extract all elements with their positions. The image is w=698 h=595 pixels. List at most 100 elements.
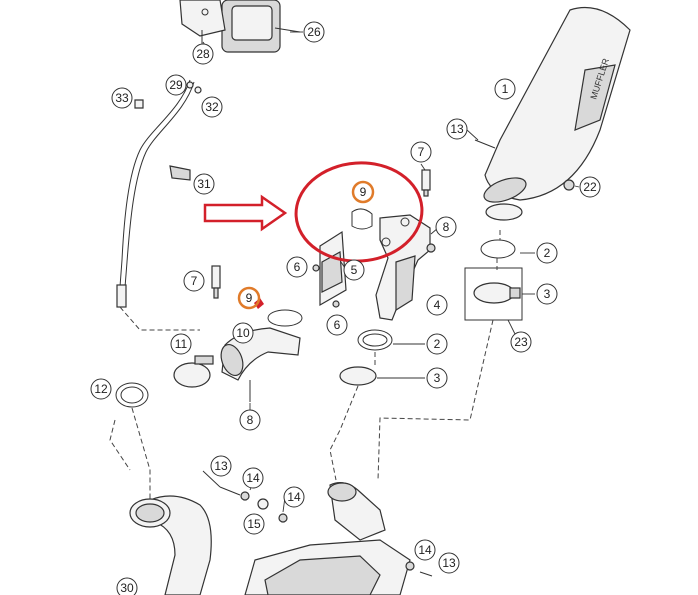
bolt-6a [312, 264, 320, 272]
lambda-sensor-cable [116, 79, 202, 308]
svg-text:26: 26 [307, 25, 321, 39]
svg-text:13: 13 [214, 459, 228, 473]
svg-text:32: 32 [205, 100, 219, 114]
main-silencer: MUFFLER [483, 6, 631, 203]
sealing-ring-middle [357, 329, 393, 351]
svg-text:13: 13 [450, 122, 464, 136]
gasket-9-top [351, 208, 373, 230]
svg-text:9: 9 [360, 185, 367, 199]
clamp-box [464, 267, 523, 321]
callout-2-middle: 2 [426, 333, 448, 355]
svg-text:12: 12 [94, 382, 108, 396]
sensor-31 [169, 165, 191, 181]
svg-text:1: 1 [502, 82, 509, 96]
washer-14c [405, 561, 415, 571]
svg-text:23: 23 [514, 335, 528, 349]
svg-text:14: 14 [246, 471, 260, 485]
callout-13-bottom: 13 [438, 552, 460, 574]
sealing-ring-right [480, 239, 516, 259]
svg-text:5: 5 [351, 263, 358, 277]
callout-4: 4 [426, 294, 448, 316]
callout-8-right: 8 [435, 216, 457, 238]
callout-14-a: 14 [242, 467, 264, 489]
catalytic-manifold [375, 214, 431, 321]
svg-text:30: 30 [120, 581, 134, 595]
heat-shield [319, 230, 347, 307]
callout-7-left: 7 [183, 270, 205, 292]
callout-2-right: 2 [536, 242, 558, 264]
callout-6-upper: 6 [286, 256, 308, 278]
lower-pipe-left [129, 495, 212, 595]
callout-23: 23 [510, 331, 532, 353]
callout-5: 5 [343, 259, 365, 281]
svg-text:14: 14 [418, 543, 432, 557]
svg-text:3: 3 [544, 287, 551, 301]
svg-text:6: 6 [334, 318, 341, 332]
callout-12: 12 [90, 378, 112, 400]
clamp-11 [173, 355, 214, 388]
svg-text:22: 22 [583, 180, 597, 194]
callout-30: 30 [116, 577, 138, 595]
lambda-sensor-top [421, 169, 431, 197]
svg-text:2: 2 [434, 337, 441, 351]
svg-text:31: 31 [197, 177, 211, 191]
svg-text:8: 8 [443, 220, 450, 234]
lower-silencer [244, 482, 411, 595]
callout-3-middle: 3 [426, 367, 448, 389]
callout-9-highlighted-left: 9 [237, 286, 261, 310]
svg-text:7: 7 [191, 274, 198, 288]
red-highlight-ellipse [294, 161, 424, 263]
ring-12 [115, 382, 149, 408]
washer-14b [278, 513, 288, 523]
red-annotation [203, 161, 424, 263]
callout-10: 10 [232, 322, 254, 344]
svg-text:11: 11 [175, 337, 188, 351]
callout-11: 11 [170, 333, 192, 355]
bolt-6b [332, 300, 340, 308]
svg-text:10: 10 [236, 326, 250, 340]
gasket-ring-top [485, 203, 523, 221]
callout-22: 22 [579, 176, 601, 198]
svg-text:13: 13 [442, 556, 456, 570]
clamp-middle [339, 366, 377, 386]
svg-text:9: 9 [246, 291, 253, 305]
callout-33: 33 [111, 87, 133, 109]
callout-7-top: 7 [410, 141, 432, 163]
svg-text:33: 33 [115, 91, 129, 105]
callout-31: 31 [193, 173, 215, 195]
svg-text:28: 28 [196, 47, 210, 61]
callout-32: 32 [201, 96, 223, 118]
callout-3-right: 3 [536, 283, 558, 305]
nut-8-right [426, 243, 436, 253]
nut-15 [257, 498, 269, 510]
red-arrow-icon [203, 194, 288, 232]
callout-14-b: 14 [283, 486, 305, 508]
svg-text:15: 15 [247, 517, 261, 531]
svg-text:4: 4 [434, 298, 441, 312]
lambda-sensor-left [211, 265, 221, 299]
callout-14-c: 14 [414, 539, 436, 561]
header-pipe [220, 327, 301, 381]
callout-9-highlighted-top: 9 [351, 180, 375, 204]
throttle-control-unit [179, 0, 301, 53]
svg-text:6: 6 [294, 260, 301, 274]
callout-26: 26 [303, 21, 325, 43]
callout-13-middle: 13 [210, 455, 232, 477]
svg-text:2: 2 [544, 246, 551, 260]
svg-text:3: 3 [434, 371, 441, 385]
washer-14a [240, 491, 250, 501]
leader-lines [202, 31, 580, 513]
gasket-9-left [267, 309, 303, 327]
callout-28: 28 [192, 43, 214, 65]
assembly-lines [109, 230, 501, 500]
svg-text:29: 29 [169, 78, 183, 92]
callout-1: 1 [494, 78, 516, 100]
svg-text:7: 7 [418, 145, 425, 159]
svg-text:14: 14 [287, 490, 301, 504]
callout-29: 29 [165, 74, 187, 96]
callout-6-lower: 6 [326, 314, 348, 336]
callout-13-top: 13 [446, 118, 468, 140]
callout-8-left: 8 [239, 409, 261, 431]
callout-15: 15 [243, 513, 265, 535]
